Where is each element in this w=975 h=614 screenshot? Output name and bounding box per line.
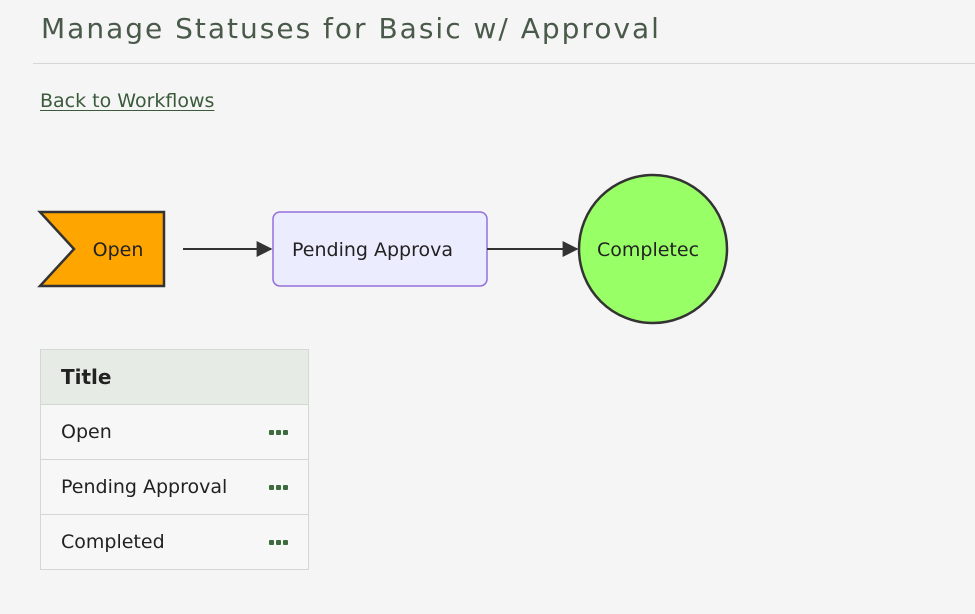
- page-title: Manage Statuses for Basic w/ Approval: [41, 12, 661, 45]
- column-header-title: Title: [40, 349, 309, 405]
- diagram-node-completed: Completec: [577, 173, 729, 325]
- status-title: Pending Approval: [61, 476, 228, 498]
- table-cell: Completed: [40, 514, 309, 570]
- table-row: Open: [40, 404, 309, 460]
- table-cell: Open: [40, 404, 309, 460]
- more-horizontal-icon[interactable]: [269, 484, 288, 490]
- table-row: Pending Approval: [40, 459, 309, 515]
- title-divider: [33, 63, 975, 64]
- diagram-node-open-label: Open: [93, 239, 144, 261]
- table-row-content: Pending Approval: [61, 476, 308, 498]
- status-title: Open: [61, 421, 112, 443]
- diagram-node-pending-label: Pending Approva: [292, 239, 453, 261]
- diagram-node-open: Open: [37, 210, 166, 288]
- diagram-node-completed-label: Completec: [597, 239, 699, 261]
- workflow-diagram: Open Pending Approva Completec: [37, 173, 729, 325]
- statuses-table: Title Open Pending Approval Comp: [40, 349, 309, 570]
- table-row-content: Open: [61, 421, 308, 443]
- more-horizontal-icon[interactable]: [269, 539, 288, 545]
- back-to-workflows-link[interactable]: Back to Workflows: [40, 90, 215, 112]
- table-row-content: Completed: [61, 531, 308, 553]
- table-header-row: Title: [40, 349, 309, 405]
- table-row: Completed: [40, 514, 309, 570]
- table-cell: Pending Approval: [40, 459, 309, 515]
- diagram-node-pending-approval: Pending Approva: [272, 211, 488, 287]
- more-horizontal-icon[interactable]: [269, 429, 288, 435]
- status-title: Completed: [61, 531, 165, 553]
